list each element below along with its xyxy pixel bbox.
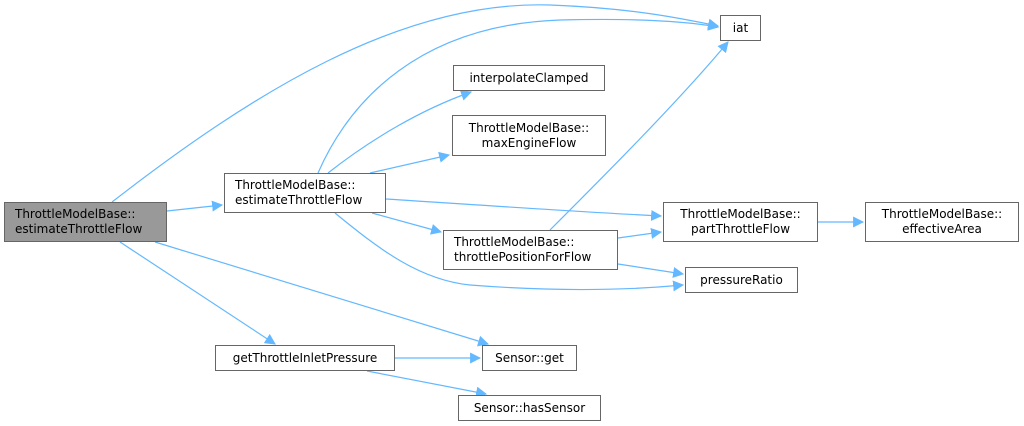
- node-label-line1: ThrottleModelBase::: [468, 120, 590, 135]
- node-pressureRatio[interactable]: pressureRatio: [685, 267, 798, 293]
- edge-estimate-to-partThrottle: [385, 198, 663, 222]
- node-sensor-get[interactable]: Sensor::get: [482, 345, 577, 371]
- edge-root-to-sensorGet: [154, 241, 490, 347]
- node-label: interpolateClamped: [469, 70, 589, 85]
- edge-estimate-to-iat: [317, 18, 720, 174]
- node-effectiveArea[interactable]: ThrottleModelBase:: effectiveArea: [865, 202, 1019, 242]
- edge-estimate-to-maxEngineFlow: [369, 151, 451, 174]
- node-sensor-hasSensor[interactable]: Sensor::hasSensor: [458, 395, 601, 421]
- node-label-line1: ThrottleModelBase::: [235, 178, 356, 192]
- edge-throttlePosition-to-iat: [549, 41, 729, 231]
- edge-throttlePosition-to-pressureRatio: [617, 263, 685, 278]
- node-label-line2: throttlePositionForFlow: [454, 250, 592, 264]
- node-label-line1: ThrottleModelBase::: [881, 207, 1003, 221]
- node-iat[interactable]: iat: [720, 15, 761, 41]
- node-label-line1: ThrottleModelBase::: [454, 235, 575, 249]
- edge-root-to-iat: [111, 4, 720, 203]
- node-throttlePositionForFlow[interactable]: ThrottleModelBase:: throttlePositionForF…: [443, 230, 618, 270]
- edge-getInlet-to-hasSensor: [366, 370, 488, 398]
- node-interpolateClamped[interactable]: interpolateClamped: [453, 65, 605, 91]
- node-label: Sensor::hasSensor: [473, 400, 586, 415]
- edge-estimate-to-pressureRatio: [334, 212, 685, 292]
- node-label-line1: ThrottleModelBase::: [680, 207, 801, 221]
- node-label: Sensor::get: [495, 350, 564, 365]
- edge-estimate-to-interpolate: [327, 90, 473, 174]
- node-estimateThrottleFlow[interactable]: ThrottleModelBase:: estimateThrottleFlow: [224, 173, 386, 213]
- edge-root-to-getInlet: [119, 241, 276, 345]
- edge-root-to-estimate: [166, 200, 224, 212]
- node-label: getThrottleInletPressure: [232, 350, 378, 365]
- node-label-line2: maxEngineFlow: [481, 135, 577, 150]
- node-label: pressureRatio: [700, 272, 783, 287]
- node-label-line1: ThrottleModelBase::: [15, 207, 136, 221]
- node-label-line2: partThrottleFlow: [690, 222, 791, 236]
- node-label-line2: estimateThrottleFlow: [15, 222, 143, 236]
- node-label-line2: effectiveArea: [902, 222, 982, 236]
- edge-throttlePosition-to-partThrottle: [617, 227, 663, 239]
- node-maxEngineFlow[interactable]: ThrottleModelBase:: maxEngineFlow: [452, 115, 606, 156]
- node-root-estimateThrottleFlow: ThrottleModelBase:: estimateThrottleFlow: [4, 202, 167, 242]
- node-partThrottleFlow[interactable]: ThrottleModelBase:: partThrottleFlow: [663, 202, 818, 242]
- node-getThrottleInletPressure[interactable]: getThrottleInletPressure: [215, 345, 395, 371]
- node-label-line2: estimateThrottleFlow: [235, 193, 363, 207]
- node-label: iat: [732, 20, 749, 35]
- edge-estimate-to-throttlePosition: [371, 212, 443, 235]
